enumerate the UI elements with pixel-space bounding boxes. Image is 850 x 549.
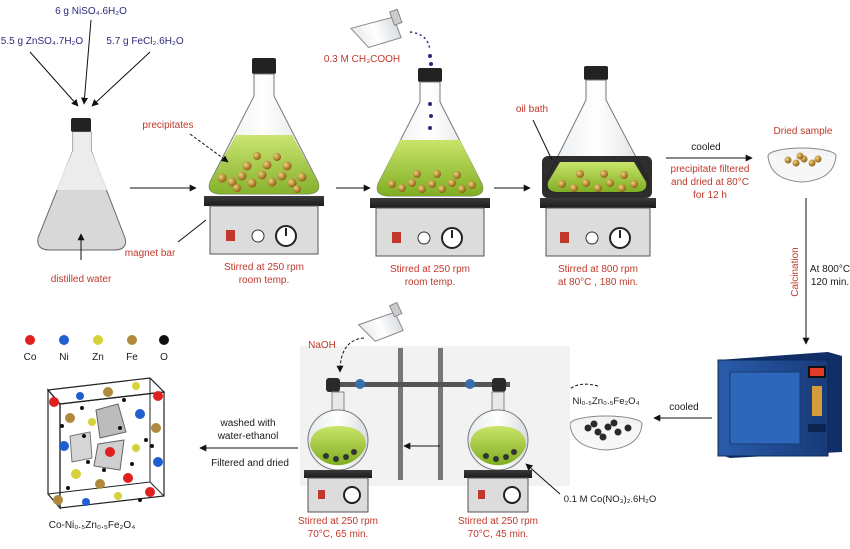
round-flask-left [304,391,372,513]
step-2-line-1: Stirred at 250 rpm [390,264,470,275]
acid-drops [409,31,431,51]
step-3-line-1: Stirred at 800 rpm [558,264,638,275]
filtered-line-1: precipitate filtered [671,164,750,175]
step-5-line-1: Stirred at 250 rpm [298,516,378,527]
label-magnet-bar: magnet bar [125,248,176,259]
step-1-line-1: Stirred at 250 rpm [224,262,304,273]
filtered-line-2: and dried at 80°C [671,177,749,188]
legend-marker-zn [93,335,103,345]
crystal-structure [46,377,166,510]
station-2-stirrer [204,58,324,255]
legend-label-ni: Ni [59,352,68,363]
pointer-magnet-bar [177,219,207,243]
calcined-product-dish [569,415,643,451]
washed-line-2: water-ethanol [217,431,279,442]
legend-label-o: O [160,352,168,363]
label-distilled-water: distilled water [51,274,112,285]
label-acid: 0.3 M CH₃COOH [324,54,400,65]
label-cooled-2: cooled [669,402,698,413]
flask-distilled-water [37,118,126,251]
legend-label-co: Co [24,352,37,363]
arrow-nickel [81,19,92,105]
label-precipitates: precipitates [142,120,193,131]
label-calcined-product: Ni₀.₅Zn₀.₅Fe₂O₄ [573,396,640,407]
round-flask-right [464,391,532,513]
arrow-naoh [336,337,365,373]
legend-marker-ni [59,335,69,345]
reagent-iron: 5.7 g FeCl₂.6H₂O [106,36,183,47]
legend-label-zn: Zn [92,352,104,363]
muffle-furnace [717,352,842,458]
filtered-line-3: for 12 h [693,190,727,201]
arrow-precipitates [189,133,229,163]
label-oil-bath: oil bath [516,104,548,115]
step-4-line-2: 70°C, 45 min. [468,529,529,540]
label-naoh: NaOH [308,340,336,351]
label-dried-sample: Dried sample [774,126,833,137]
acid-dropper-flask [349,8,403,49]
step-4-line-1: Stirred at 250 rpm [458,516,538,527]
legend-marker-co [25,335,35,345]
step-2-line-2: room temp. [405,277,456,288]
naoh-dropper-flask [357,301,404,342]
step-1-line-2: room temp. [239,275,290,286]
calc-conditions-2: 120 min. [811,277,849,288]
arrow-zinc [29,51,79,107]
step-3-line-2: at 80°C , 180 min. [558,277,638,288]
pointer-oil-bath [532,119,553,161]
legend-marker-fe [127,335,137,345]
step-5-line-2: 70°C, 65 min. [308,529,369,540]
arrow-iron [91,51,151,107]
label-calcination: Calcination [790,247,801,296]
arrow-cobalt [525,463,561,495]
precipitate-particles [217,152,307,193]
legend-label-fe: Fe [126,352,138,363]
reagent-zinc: 5.5 g ZnSO₄.7H₂O [1,36,84,47]
calc-conditions-1: At 800°C [810,264,850,275]
washed-line-1: washed with [219,418,275,429]
station-4-oil-bath [540,66,656,257]
label-cooled-1: cooled [691,142,720,153]
legend-marker-o [159,335,169,345]
dried-sample-dish [767,147,837,183]
station-3-stirrer [370,68,490,257]
reagent-nickel: 6 g NiSO₄.6H₂O [55,6,127,17]
reagent-cobalt: 0.1 M Co(NO₃)₂.6H₂O [564,494,657,505]
label-final-product: Co-Ni₀.₅Zn₀.₅Fe₂O₄ [49,520,136,531]
label-filtered-dried: Filtered and dried [211,458,289,469]
element-legend: Co Ni Zn Fe O [24,335,169,363]
